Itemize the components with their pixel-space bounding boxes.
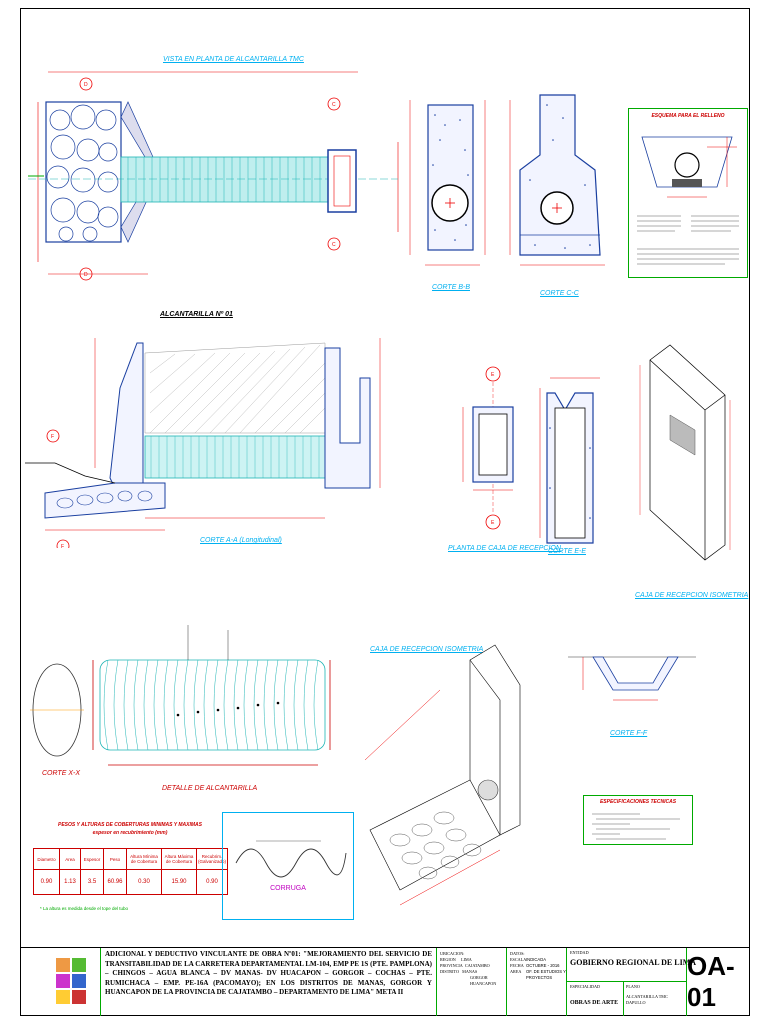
table-header-cell: Area	[59, 848, 81, 870]
corte-cc-drawing	[509, 94, 605, 266]
fecha-label: FECHA	[510, 963, 524, 968]
distrito-value: HUANCAPON	[470, 981, 497, 986]
corruga-box: CORRUGA	[222, 812, 354, 920]
table-cell: 0.30	[126, 869, 162, 895]
corte-ff-title: CORTE F-F	[610, 730, 648, 737]
datos-cell: DATOS: ESCALA FECHA AREA	[506, 948, 566, 1016]
corte-ff-drawing	[568, 656, 696, 701]
plan-view-title: VISTA EN PLANTA DE ALCANTARILLA TMC	[163, 56, 304, 63]
svg-text:C: C	[332, 102, 336, 108]
sheet-border	[20, 8, 750, 1016]
table-header-cell: Diametro	[33, 848, 60, 870]
gobierno-regional-logo	[56, 958, 86, 1004]
corruga-label: CORRUGA	[270, 885, 306, 892]
distrito-value: GORGOR	[470, 975, 488, 980]
corte-ee-drawing	[539, 377, 600, 544]
area-label: AREA	[510, 969, 522, 974]
detalle-alcantarilla-drawing	[92, 625, 331, 766]
svg-text:F: F	[61, 544, 64, 548]
corte-aa-drawing: FF	[25, 338, 381, 548]
svg-text:E: E	[491, 520, 495, 526]
section-title: ALCANTARILLA Nº 01	[160, 311, 233, 318]
relleno-box: ESQUEMA PARA EL RELLENO	[628, 108, 748, 278]
ubicacion-cell: UBICACION: REGION LIMA PROVINCIA CAJATAM…	[436, 948, 506, 1016]
svg-text:D: D	[84, 82, 88, 88]
plano-label: PLANO	[626, 984, 640, 989]
area-value: OF. DE ESTUDIOS Y PROYECTOS	[526, 969, 566, 980]
provincia-label: PROVINCIA	[440, 963, 463, 968]
table-cell: 60.96	[103, 869, 127, 895]
svg-text:F: F	[51, 434, 54, 440]
caja-isometria-1-title: CAJA DE RECEPCION ISOMETRIA	[635, 592, 749, 599]
sheet-code-cell: OA-01	[686, 948, 750, 1016]
relleno-title: ESQUEMA PARA EL RELLENO	[651, 113, 725, 119]
table-note: * La altura es medida desde el tope del …	[40, 906, 129, 911]
relleno-notes	[637, 215, 739, 265]
table-row: 0.90 1.13 3.5 60.96 0.30 15.90 0.90	[33, 869, 229, 895]
ubicacion-label: UBICACION:	[440, 951, 465, 956]
table-header-cell: Peso	[103, 848, 127, 870]
relleno-diagram	[641, 136, 737, 198]
escala-value: INDICADA	[526, 957, 547, 962]
especialidad-value: OBRAS DE ARTE	[570, 1000, 619, 1006]
title-block: ADICIONAL Y DEDUCTIVO VINCULANTE DE OBRA…	[20, 947, 750, 1016]
planta-caja-drawing: E E	[462, 366, 514, 530]
svg-text:C: C	[332, 242, 336, 248]
sheet-code: OA-01	[687, 951, 735, 1012]
entidad-value: GOBIERNO REGIONAL DE LIMA	[570, 958, 697, 967]
detalle-title: DETALLE DE ALCANTARILLA	[162, 785, 258, 792]
corte-ee-title: CORTE E-E	[548, 548, 586, 555]
specs-box: ESPECIFICACIONES TECNICAS	[583, 795, 693, 845]
distrito-label: DISTRITO	[440, 969, 459, 974]
corte-bb-drawing	[409, 100, 486, 266]
table-cell: 0.90	[33, 869, 60, 895]
plano-value: ALCANTARILLA TMC DAPULLO	[626, 994, 668, 1005]
svg-text:D: D	[84, 272, 88, 278]
datos-values: INDICADA OCTUBRE - 2016 OF. DE ESTUDIOS …	[526, 957, 566, 981]
specs-title: ESPECIFICACIONES TECNICAS	[599, 799, 677, 805]
table-header-cell: Espesor	[80, 848, 104, 870]
table-cell: 15.90	[161, 869, 197, 895]
logo-cell	[20, 948, 100, 1016]
entidad-label: ENTIDAD	[570, 950, 589, 955]
corte-aa-title: CORTE A-A (Longitudinal)	[200, 537, 282, 544]
table-subtitle: espesor en recubrimiento (mm)	[92, 830, 168, 836]
corte-xx-title: CORTE X-X	[42, 770, 80, 777]
plan-view: D D C C	[28, 71, 399, 281]
table-header-cell: Altura Máxima de Cobertura	[161, 848, 197, 870]
table-header-row: Diametro Area Espesor Peso Altura Mínima…	[33, 848, 229, 870]
entidad-cell: ENTIDAD GOBIERNO REGIONAL DE LIMA ESPECI…	[566, 948, 696, 1016]
region-value: LIMA	[461, 957, 472, 962]
provincia-value: CAJATAMBO	[464, 963, 490, 968]
project-description: ADICIONAL Y DEDUCTIVO VINCULANTE DE OBRA…	[100, 948, 436, 1016]
region-label: REGION	[440, 957, 456, 962]
corte-cc-title: CORTE C-C	[540, 290, 579, 297]
table-cell: 1.13	[59, 869, 81, 895]
caja-isometria-2-title: CAJA DE RECEPCION ISOMETRIA	[370, 646, 484, 653]
table-header-cell: Altura Mínima de Cobertura	[126, 848, 162, 870]
corte-xx-drawing	[30, 663, 84, 757]
distrito-value: MANAS	[462, 969, 478, 974]
corte-bb-title: CORTE B-B	[432, 284, 470, 291]
fecha-value: OCTUBRE - 2016	[526, 963, 560, 968]
specs-text-lines	[592, 813, 680, 840]
planta-caja-title: PLANTA DE CAJA DE RECEPCION	[448, 545, 561, 552]
svg-text:E: E	[491, 372, 495, 378]
escala-label: ESCALA	[510, 957, 527, 962]
caja-isometria-2-drawing	[364, 644, 521, 906]
caja-isometria-1-drawing	[639, 344, 731, 561]
table-title: PESOS Y ALTURAS DE COBERTURAS MINIMAS Y …	[57, 822, 202, 828]
weights-table: Diametro Area Espesor Peso Altura Mínima…	[33, 848, 229, 895]
datos-label: DATOS:	[510, 951, 525, 956]
especialidad-label: ESPECIALIDAD	[570, 984, 601, 989]
table-cell: 3.5	[80, 869, 104, 895]
corruga-profile	[235, 840, 347, 878]
